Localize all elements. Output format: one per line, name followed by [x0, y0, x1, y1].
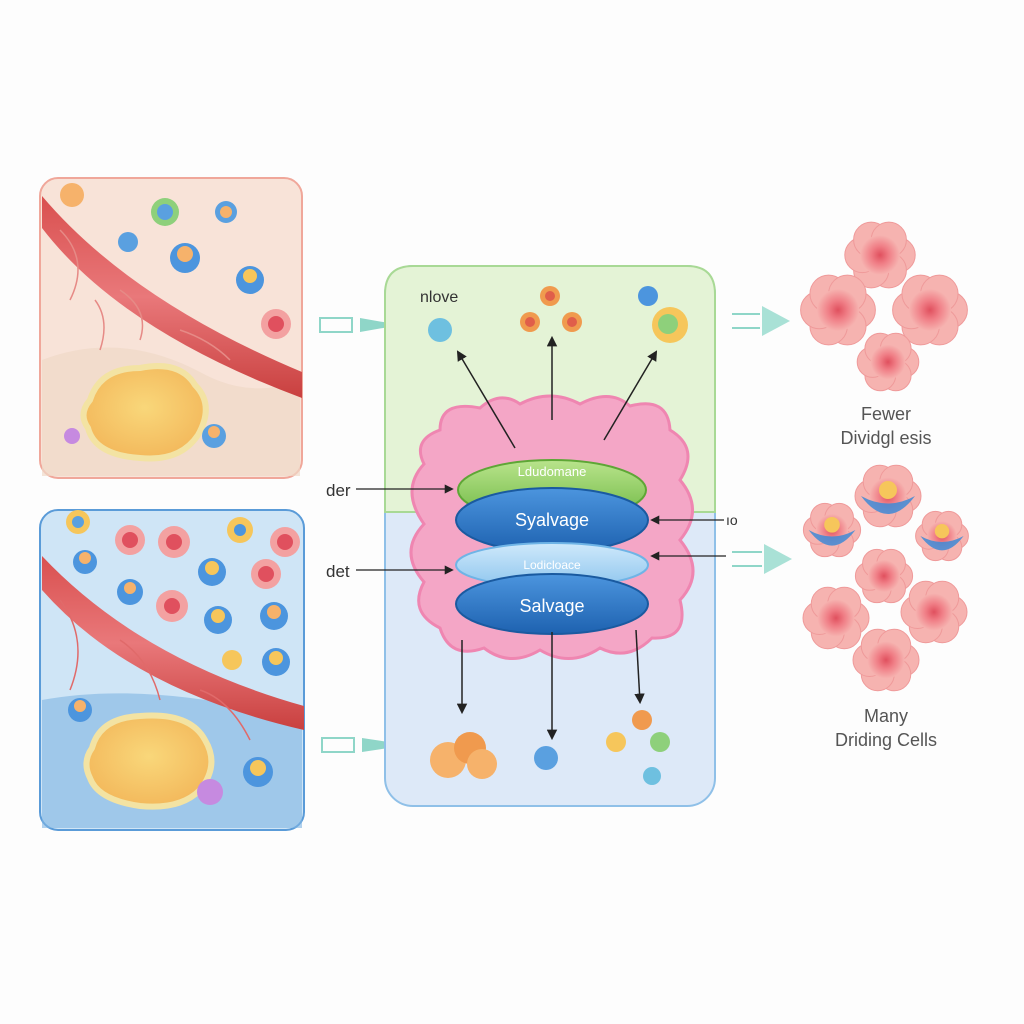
blue-disc-bottom-label: Salvage [519, 596, 584, 616]
blue-disc-top-label: Syalvage [515, 510, 589, 530]
panel-top-left [39, 177, 303, 479]
many-cell-2 [802, 502, 862, 558]
fewer-cells-group [800, 221, 968, 392]
fewer-cell-2 [800, 274, 876, 346]
fewer-cell-1 [844, 221, 916, 289]
many-cell-5 [802, 586, 870, 650]
many-cell-6 [900, 580, 968, 644]
cells-cluster-left-bottom [66, 510, 300, 805]
green-disc-label: Ldudomane [518, 464, 587, 479]
label-right-mid: ıo [726, 512, 738, 528]
arrow-center-to-right-bottom [732, 544, 792, 574]
fewer-cell-3 [892, 274, 968, 346]
label-left-lower: det [326, 562, 350, 581]
nucleus-blob-top [80, 363, 209, 462]
label-center-top-left: nlove [420, 289, 458, 306]
center-panel: Ldudomane Syalvage Lodicloace Salvage nl… [384, 265, 716, 807]
many-cells-group [802, 464, 969, 692]
caption-fewer-line1: Fewer [861, 404, 911, 424]
label-left-upper: der [326, 481, 351, 500]
panel-bottom-left [39, 509, 305, 831]
arrow-up-left [456, 350, 516, 449]
caption-many-line1: Many [864, 706, 908, 726]
label-left-upper-group: der [326, 481, 454, 500]
label-right-mid-group: ıo [650, 512, 738, 528]
light-disc: Lodicloace [455, 542, 649, 588]
many-cell-7 [852, 628, 920, 692]
caption-many-line2: Driding Cells [835, 730, 937, 750]
caption-fewer-line2: Dividgl esis [840, 428, 931, 448]
blue-disc-bottom: Salvage [455, 573, 649, 635]
arrow-up-right [603, 350, 658, 441]
many-cell-3 [915, 510, 969, 562]
arrow-center-to-right-top [732, 306, 790, 336]
many-cell-4 [854, 548, 914, 604]
blood-vessel-bottom [42, 556, 304, 730]
many-cell-1 [854, 464, 922, 528]
light-disc-label: Lodicloace [523, 558, 581, 572]
arrow-down-right [634, 629, 645, 705]
blood-vessel-top [42, 196, 302, 398]
fewer-cell-4 [856, 332, 920, 392]
label-left-lower-group: det [326, 562, 454, 581]
arrow-top-left-to-center [319, 317, 400, 333]
